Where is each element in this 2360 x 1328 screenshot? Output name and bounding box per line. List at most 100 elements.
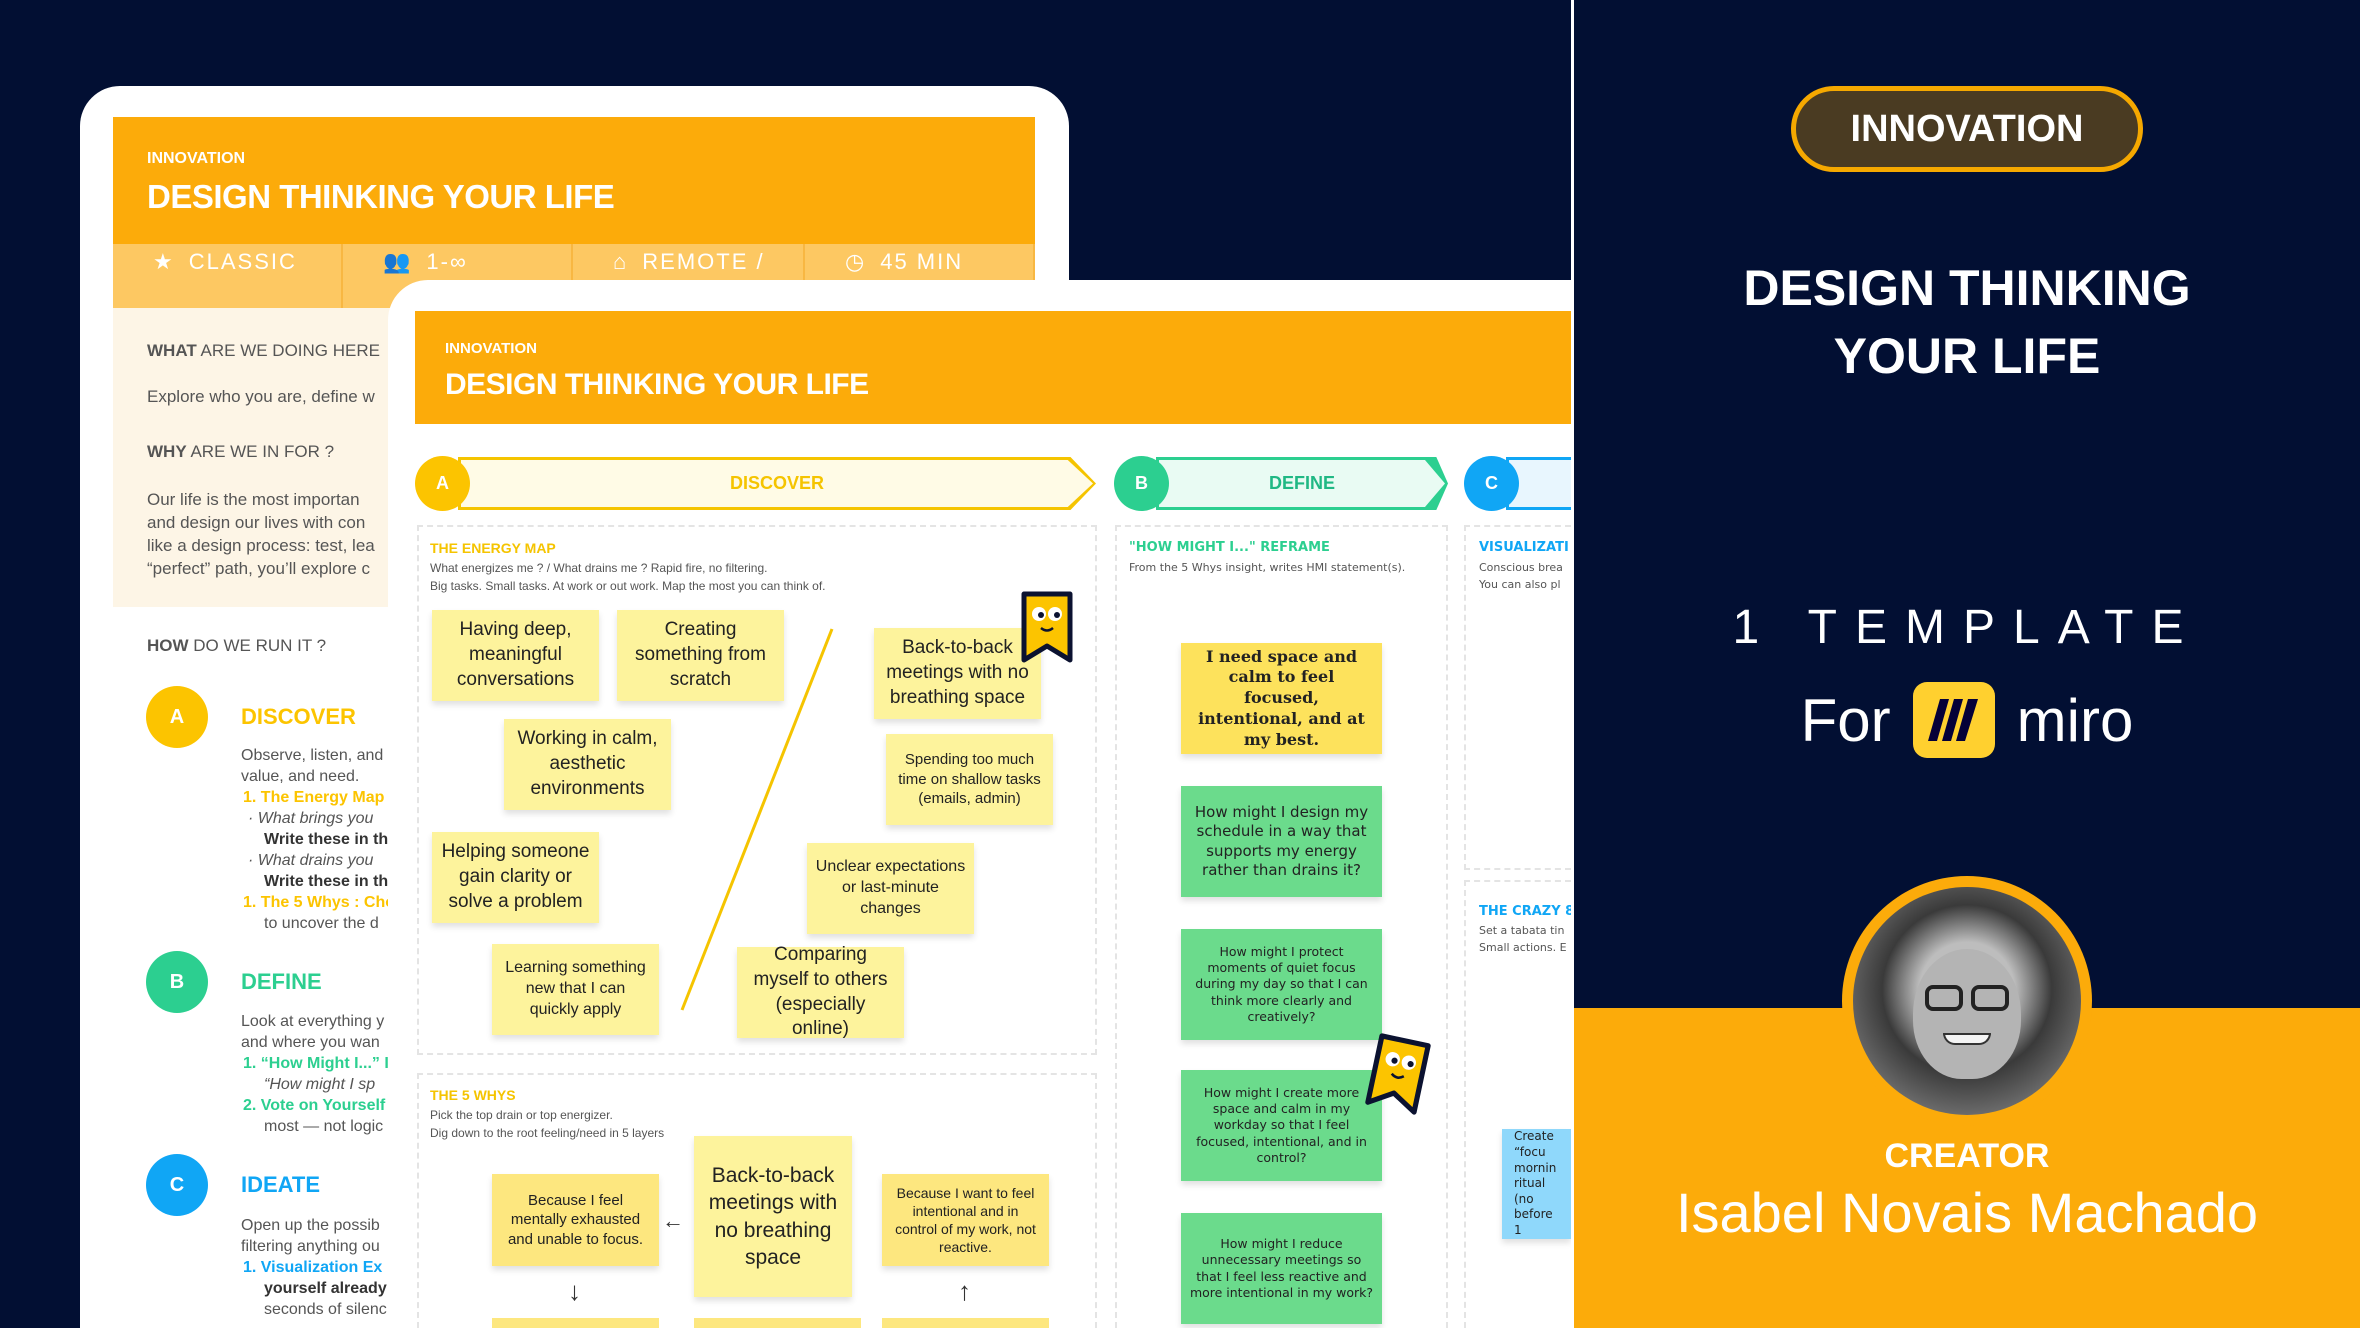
- hmi-frame: [1115, 525, 1448, 1328]
- step-text: · What drains you: [248, 852, 374, 869]
- step-ideate-title: IDEATE: [241, 1172, 321, 1197]
- what-text: Explore who you are, define w: [147, 387, 375, 406]
- visualization-subtitle: You can also pl: [1479, 578, 1561, 591]
- phase-a-badge: A: [415, 456, 470, 511]
- step-text: “How might I sp: [264, 1076, 376, 1093]
- step-text: Write these in th: [264, 831, 389, 848]
- hmi-sticky[interactable]: How might I protect moments of quiet foc…: [1181, 929, 1382, 1040]
- step-text: and where you wan: [241, 1034, 380, 1051]
- sticky-note[interactable]: Because I feel mentally exhausted and un…: [492, 1174, 659, 1266]
- miro-character-icon: [1021, 591, 1073, 663]
- visualization-subtitle: Conscious brea: [1479, 561, 1563, 574]
- phase-b-badge: B: [1114, 456, 1169, 511]
- why-text-line: and design our lives with con: [147, 513, 366, 532]
- energy-divider-line: [680, 628, 834, 1011]
- step-text: Open up the possib: [241, 1217, 380, 1234]
- five-whys-subtitle: Dig down to the root feeling/need in 5 l…: [430, 1126, 665, 1140]
- why-heading: WHY ARE WE IN FOR ?: [147, 442, 335, 461]
- step-text: most — not logic: [264, 1118, 384, 1135]
- board-category: INNOVATION: [445, 340, 537, 357]
- why-text-line: “perfect” path, you’ll explore c: [147, 559, 370, 578]
- sticky-note[interactable]: Working in calm, aesthetic environments: [504, 719, 671, 810]
- creator-avatar: [1853, 887, 2081, 1115]
- energy-map-link[interactable]: 1. The Energy Map: [243, 789, 385, 806]
- remote-icon: ⌂: [613, 249, 629, 274]
- step-text: to uncover the d: [264, 915, 379, 932]
- crazy8-subtitle: Set a tabata tin: [1479, 924, 1565, 937]
- visualization-frame: [1464, 525, 1571, 870]
- phase-c-badge: C: [1464, 456, 1519, 511]
- sticky-note[interactable]: Back-to-back meetings with no breathing …: [874, 628, 1041, 719]
- miro-logo-icon: [1912, 682, 1995, 758]
- five-whys-subtitle: Pick the top drain or top energizer.: [430, 1108, 613, 1122]
- hmi-title: "HOW MIGHT I..." REFRAME: [1129, 540, 1330, 555]
- sticky-note[interactable]: Having deep, meaningful conversations: [432, 610, 599, 701]
- phase-discover[interactable]: DISCOVER: [458, 457, 1096, 510]
- panel-divider: [1571, 0, 1574, 1328]
- arrow-up-icon: ↑: [958, 1276, 971, 1306]
- step-text: Write these in th: [264, 873, 389, 890]
- sticky-note[interactable]: Learning something new that I can quickl…: [492, 944, 659, 1035]
- category-badge: INNOVATION: [1791, 86, 2143, 172]
- card-header: [113, 117, 1035, 244]
- step-c-badge: C: [146, 1154, 208, 1216]
- sticky-note[interactable]: [882, 1318, 1049, 1328]
- why-text-line: like a design process: test, lea: [147, 536, 375, 555]
- idea-sticky[interactable]: Create “focu mornin ritual (no before 1: [1502, 1129, 1571, 1239]
- sticky-note[interactable]: [492, 1318, 659, 1328]
- timer-icon: ◷: [845, 249, 867, 274]
- energy-map-subtitle: Big tasks. Small tasks. At work or out w…: [430, 579, 826, 593]
- sticky-note[interactable]: Spending too much time on shallow tasks …: [886, 734, 1053, 825]
- step-b-badge: B: [146, 951, 208, 1013]
- template-count: 1 TEMPLATE: [1732, 601, 2202, 654]
- visualization-link[interactable]: 1. Visualization Ex: [243, 1259, 383, 1276]
- hmi-subtitle: From the 5 Whys insight, writes HMI stat…: [1129, 561, 1406, 574]
- card-title: DESIGN THINKING YOUR LIFE: [147, 178, 615, 215]
- arrow-down-icon: ↓: [568, 1276, 581, 1306]
- creator-label: CREATOR: [1884, 1137, 2050, 1175]
- energy-map-title: THE ENERGY MAP: [430, 540, 556, 556]
- sticky-note[interactable]: Unclear expectations or last-minute chan…: [807, 843, 974, 934]
- vote-link[interactable]: 2. Vote on Yourself: [243, 1097, 386, 1114]
- hmi-sticky[interactable]: How might I design my schedule in a way …: [1181, 786, 1382, 897]
- sticky-note[interactable]: Back-to-back meetings with no breathing …: [694, 1136, 852, 1297]
- crazy8-subtitle: Small actions. E: [1479, 941, 1567, 954]
- step-a-badge: A: [146, 686, 208, 748]
- miro-brand-line: For miro: [1574, 680, 2360, 760]
- star-icon: ★: [153, 249, 175, 274]
- why-text-line: Our life is the most importan: [147, 490, 360, 509]
- creator-name: Isabel Novais Machado: [1675, 1181, 2259, 1244]
- what-heading: WHAT ARE WE DOING HERE: [147, 341, 380, 360]
- sticky-note[interactable]: [694, 1318, 861, 1328]
- board-title: DESIGN THINKING YOUR LIFE: [445, 368, 869, 401]
- crazy8-frame: [1464, 880, 1571, 1328]
- step-text: · What brings you: [248, 810, 374, 827]
- sticky-note[interactable]: Creating something from scratch: [617, 610, 784, 701]
- step-discover-title: DISCOVER: [241, 704, 356, 729]
- five-whys-frame: [417, 1073, 1097, 1328]
- need-statement-sticky[interactable]: I need space and calm to feel focused, i…: [1181, 643, 1382, 754]
- step-text: filtering anything ou: [241, 1238, 380, 1255]
- hmi-sticky[interactable]: How might I create more space and calm i…: [1181, 1070, 1382, 1181]
- people-icon: 👥: [383, 249, 413, 274]
- how-heading: HOW DO WE RUN IT ?: [147, 636, 327, 655]
- miro-board-card: INNOVATION DESIGN THINKING YOUR LIFE A D…: [388, 280, 1571, 1328]
- phase-define[interactable]: DEFINE: [1156, 457, 1448, 510]
- sticky-note[interactable]: Because I want to feel intentional and i…: [882, 1174, 1049, 1266]
- step-text: value, and need.: [241, 768, 360, 785]
- step-text: Look at everything y: [241, 1013, 385, 1030]
- step-text: yourself already: [264, 1280, 387, 1297]
- step-text: Observe, listen, and: [241, 747, 384, 764]
- sticky-note[interactable]: Helping someone gain clarity or solve a …: [432, 832, 599, 923]
- meta-classic: ★CLASSIC: [113, 244, 343, 308]
- arrow-left-icon: ←: [662, 1208, 684, 1233]
- hmi-sticky[interactable]: How might I reduce unnecessary meetings …: [1181, 1213, 1382, 1324]
- sticky-note[interactable]: Comparing myself to others (especially o…: [737, 944, 904, 1039]
- miro-character-icon: [1365, 1033, 1431, 1115]
- hmi-link[interactable]: 1. “How Might I...” I: [243, 1055, 389, 1072]
- board-header: [415, 311, 1571, 424]
- step-text: seconds of silenc: [264, 1301, 387, 1318]
- five-whys-link[interactable]: 1. The 5 Whys : Cho: [243, 894, 396, 911]
- energy-map-subtitle: What energizes me ? / What drains me ? R…: [430, 561, 768, 575]
